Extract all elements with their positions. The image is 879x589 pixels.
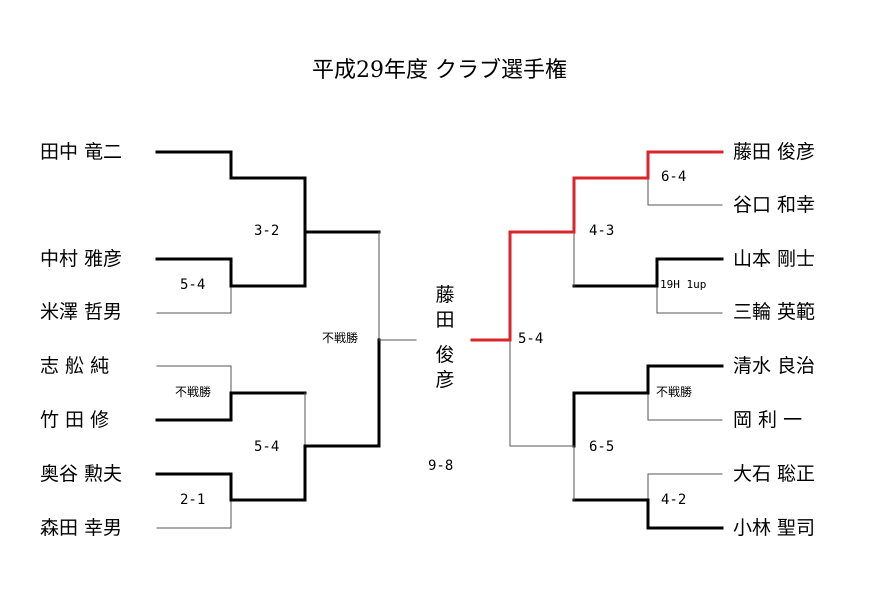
player-right-2: 谷口 和幸 [733, 194, 816, 216]
player-right-3: 山本 剛士 [733, 248, 816, 270]
score-left-r1-b: 不戦勝 [175, 385, 212, 399]
player-left-2: 中村 雅彦 [40, 248, 123, 270]
player-right-1: 藤田 俊彦 [733, 141, 816, 163]
player-left-7: 森田 幸男 [40, 517, 123, 539]
player-left-3: 米澤 哲男 [40, 301, 123, 323]
score-right-r1-b: 19H 1up [660, 278, 707, 291]
score-right-final: 5-4 [518, 331, 544, 347]
score-left-r2-a: 3-2 [254, 223, 280, 239]
player-right-6: 岡 利 一 [733, 409, 803, 431]
score-left-r2-b: 5-4 [254, 439, 280, 455]
player-left-5: 竹 田 修 [40, 409, 110, 431]
champion-char-1: 藤 [435, 284, 455, 306]
page-title: 平成29年度 クラブ選手権 [312, 58, 567, 83]
score-right-r1-d: 4-2 [661, 492, 687, 508]
player-left-1: 田中 竜二 [40, 141, 123, 163]
score-left-r1-c: 2-1 [180, 492, 206, 508]
champion-char-2: 田 [435, 309, 455, 331]
score-left-r1-a: 5-4 [180, 277, 206, 293]
player-right-8: 小林 聖司 [733, 517, 816, 539]
champion-char-4: 彦 [435, 369, 455, 391]
champion-name: 藤 田 俊 彦 [432, 283, 458, 393]
player-right-5: 清水 良治 [733, 355, 816, 377]
score-right-r2-b: 6-5 [589, 439, 615, 455]
score-left-final: 不戦勝 [322, 331, 359, 345]
score-right-r1-a: 6-4 [661, 169, 687, 185]
player-right-4: 三輪 英範 [733, 301, 816, 323]
score-right-r1-c: 不戦勝 [656, 385, 693, 399]
final-score: 9-8 [428, 458, 454, 474]
player-right-7: 大石 聡正 [733, 463, 816, 485]
champion-char-3: 俊 [435, 344, 455, 366]
score-right-r2-a: 4-3 [589, 223, 615, 239]
player-left-4: 志 舩 純 [40, 355, 110, 377]
player-left-6: 奥谷 勲夫 [40, 463, 123, 485]
